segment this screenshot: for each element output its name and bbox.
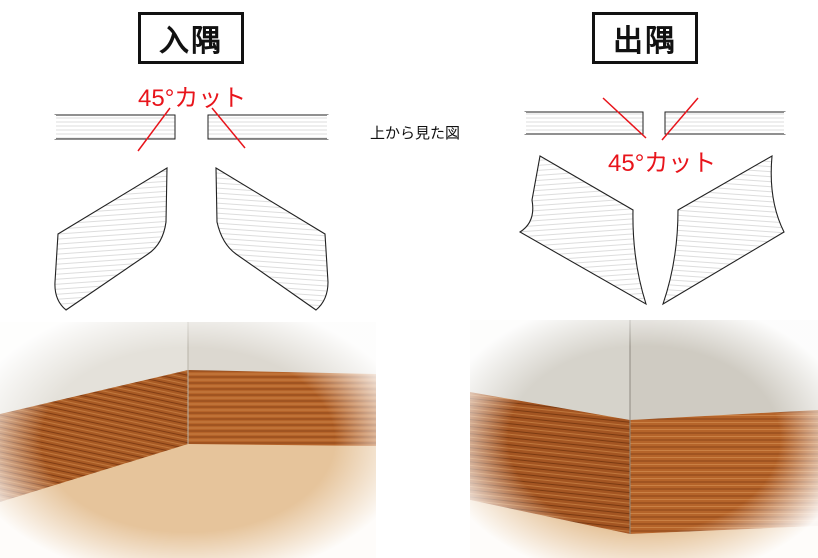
outside-corner-title: 出隅: [592, 12, 698, 64]
outside-piece-left: [518, 155, 647, 306]
inside-top-view-right-strip: [207, 114, 329, 140]
inside-corner-title: 入隅: [138, 12, 244, 64]
outside-corner-photo: [470, 320, 818, 558]
outside-cut-line-right: [661, 97, 699, 141]
inside-piece-left: [54, 167, 168, 311]
inside-top-view-left-strip: [54, 114, 176, 140]
outside-top-view: [524, 97, 786, 141]
outside-cut-line-left: [602, 97, 647, 139]
cut-45-label-right: 45°カット: [608, 150, 717, 177]
inside-cut-line-left: [137, 107, 171, 152]
inside-corner-photo: [0, 322, 376, 558]
inside-piece-right: [215, 167, 329, 311]
inside-cut-line-right: [211, 107, 246, 149]
line-drawings: [54, 97, 786, 311]
cut-45-label-left: 45°カット: [138, 85, 247, 112]
inside-top-view: [54, 107, 329, 152]
outside-piece-right: [661, 154, 785, 306]
outside-top-view-left-strip: [524, 111, 644, 135]
top-view-label: 上から見た図: [370, 124, 461, 142]
